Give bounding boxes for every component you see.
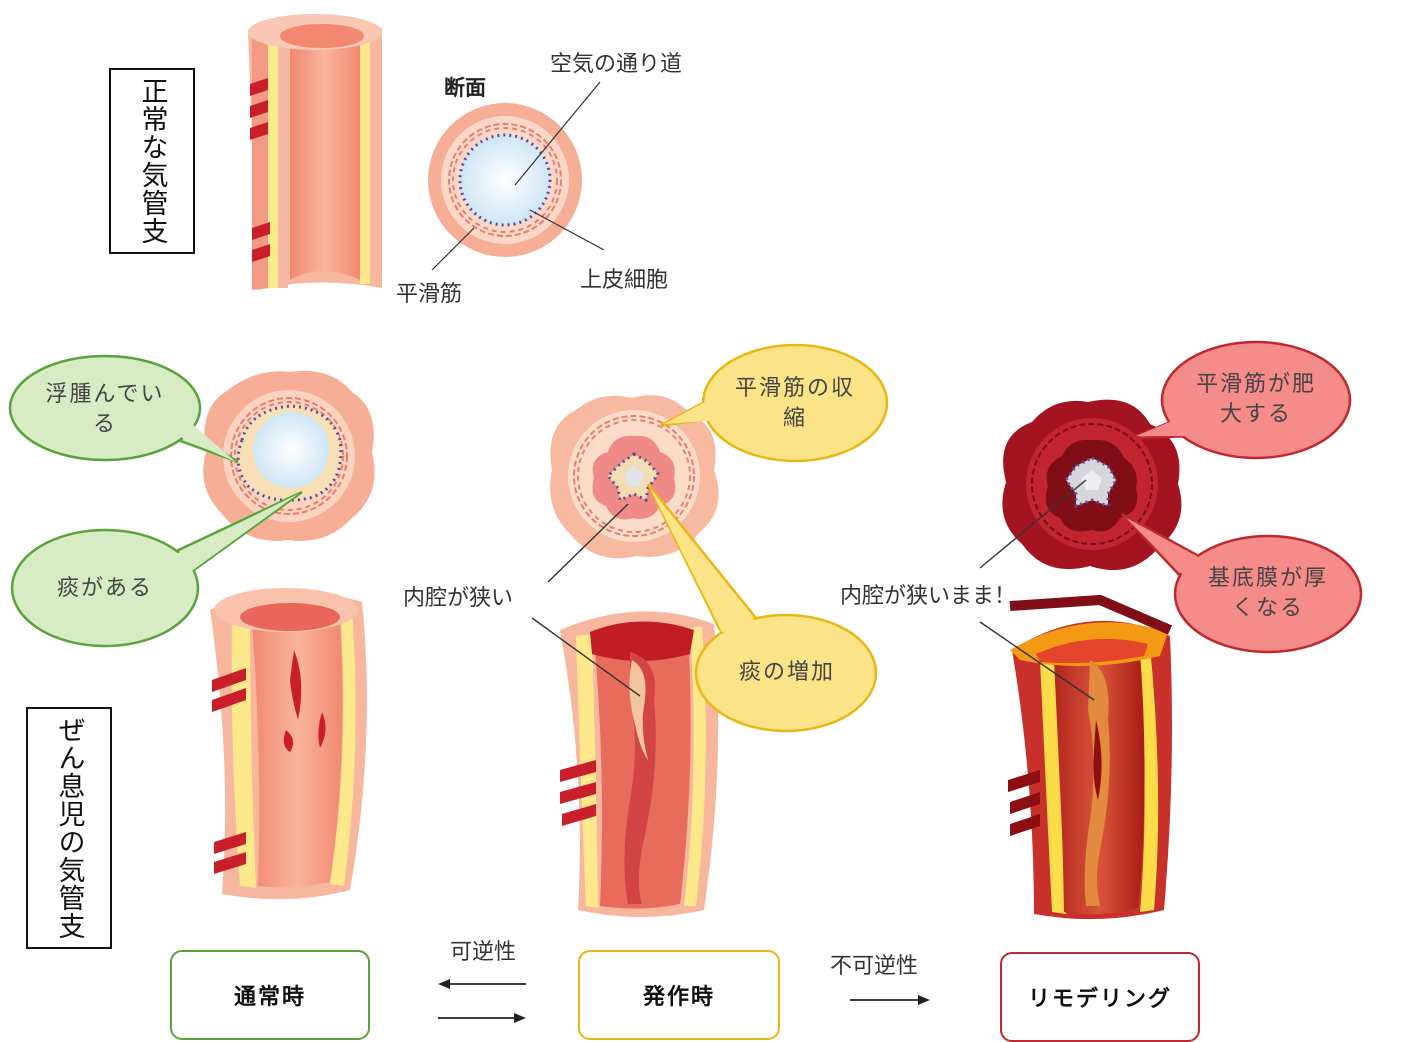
bubble-hypertrophy-text: 平滑筋が肥大する xyxy=(1192,370,1320,430)
bubble-phlegm-increase-text: 痰の増加 xyxy=(722,658,852,688)
edema-tube xyxy=(210,588,367,899)
reversible-arrows xyxy=(438,979,526,1023)
asthma-bronchus-title: ぜん息児の気管支 xyxy=(26,707,112,949)
label-narrow-lumen: 内腔が狭い xyxy=(403,580,513,612)
bubble-membrane-text: 基底膜が厚くなる xyxy=(1204,564,1332,624)
normal-cross-section xyxy=(428,82,604,270)
stage-remodeling-box: リモデリング xyxy=(1000,952,1200,1042)
label-irreversible: 不可逆性 xyxy=(830,948,918,980)
stage-attack-box: 発作時 xyxy=(578,950,780,1040)
remodeling-tube xyxy=(1008,600,1172,919)
label-airway: 空気の通り道 xyxy=(550,46,682,78)
normal-bronchus-tube xyxy=(248,14,382,290)
label-reversible: 可逆性 xyxy=(450,934,516,966)
cross-section-title: 断面 xyxy=(444,72,486,102)
stage-remodeling-label: リモデリング xyxy=(1028,981,1172,1013)
irreversible-arrow xyxy=(850,995,930,1005)
stage-normal-box: 通常時 xyxy=(170,950,370,1040)
stage-attack-label: 発作時 xyxy=(643,979,715,1011)
label-epithelium: 上皮細胞 xyxy=(580,262,668,294)
bubble-phlegm-text: 痰がある xyxy=(40,574,170,604)
label-smooth-muscle: 平滑筋 xyxy=(396,276,462,308)
stage-normal-label: 通常時 xyxy=(234,979,306,1011)
attack-tube xyxy=(560,611,718,917)
normal-bronchus-title: 正常な気管支 xyxy=(109,68,195,254)
label-still-narrow-lumen: 内腔が狭いまま！ xyxy=(840,578,1016,610)
bubble-edema-text: 浮腫んでいる xyxy=(40,380,170,440)
bubble-contraction-text: 平滑筋の収縮 xyxy=(730,374,860,434)
